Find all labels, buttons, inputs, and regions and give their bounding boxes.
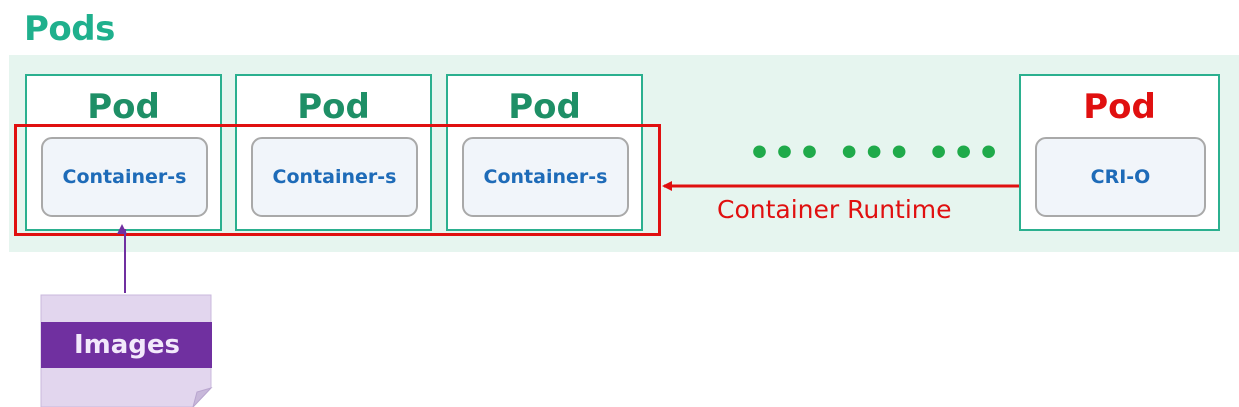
pod-box-2: Pod Container-s xyxy=(235,74,432,231)
containers-highlight-frame xyxy=(14,124,661,236)
pod-title-2: Pod xyxy=(297,87,370,127)
pod-box-1: Pod Container-s xyxy=(25,74,222,231)
pod-title-1: Pod xyxy=(87,87,160,127)
pod-box-3: Pod Container-s xyxy=(446,74,643,231)
runtime-pod-box: Pod CRI-O xyxy=(1019,74,1220,231)
runtime-pod-title: Pod xyxy=(1083,87,1156,127)
images-label: Images xyxy=(73,330,181,360)
cri-o-box: CRI-O xyxy=(1035,137,1206,217)
container-box-2: Container-s xyxy=(251,137,418,217)
container-runtime-label: Container Runtime xyxy=(717,195,952,224)
more-pods-ellipsis: ••• ••• ••• xyxy=(748,133,1003,174)
container-box-1: Container-s xyxy=(41,137,208,217)
container-box-3: Container-s xyxy=(462,137,629,217)
pods-title: Pods xyxy=(24,9,115,49)
images-note-fold xyxy=(192,387,213,407)
pod-title-3: Pod xyxy=(508,87,581,127)
